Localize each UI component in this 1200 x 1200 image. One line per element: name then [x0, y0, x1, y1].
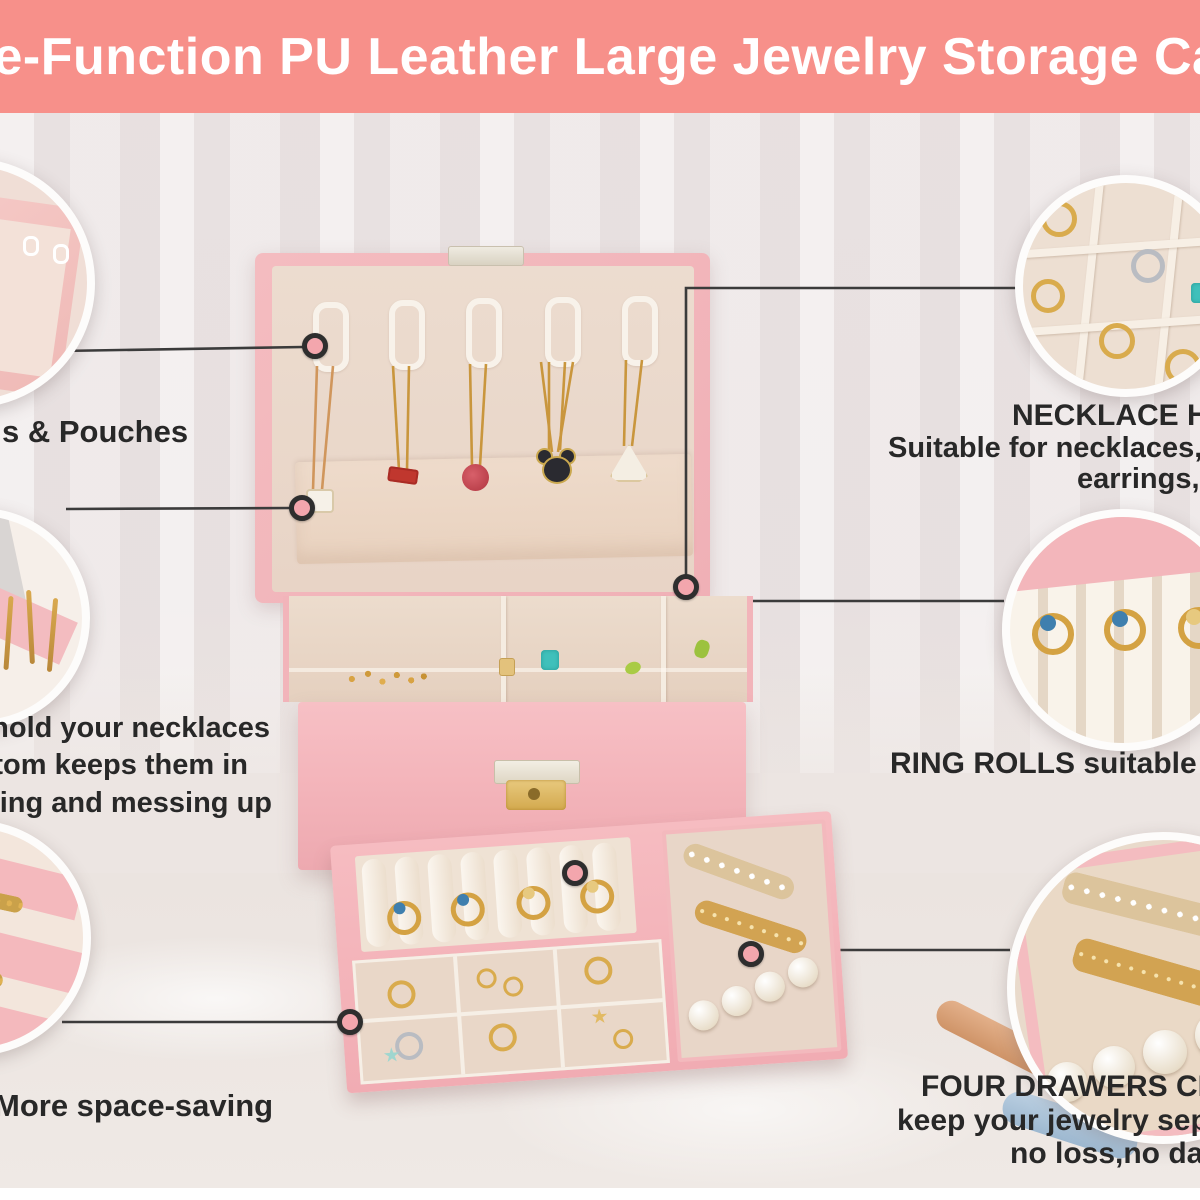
necklace-hook [466, 298, 502, 368]
silver-ring [1131, 249, 1165, 283]
pearl-stud [687, 999, 720, 1032]
label-necklace-hooks-line1: Suitable for necklaces,brace [888, 432, 1200, 464]
label-four-drawers-line1: FOUR DRAWERS CROSSIN [921, 1070, 1200, 1103]
pearl-stud [1047, 1062, 1087, 1102]
gold-earring [502, 975, 524, 998]
label-hooks-pouches: s & Pouches [2, 414, 189, 449]
callout-marker-hooks [302, 333, 328, 359]
label-four-drawers-line3: no loss,no damag [1010, 1137, 1200, 1170]
silver-ring [394, 1031, 425, 1061]
label-necklace-storage-line2: e bottom keeps them in [0, 749, 248, 781]
blue-gem [393, 901, 406, 915]
gold-ring [1099, 323, 1135, 359]
elastic-loop [23, 236, 39, 256]
necklace-chain [311, 365, 335, 491]
label-space-saving: More space-saving [0, 1088, 274, 1123]
ring-roll [361, 858, 392, 948]
grid-divider [1074, 183, 1104, 389]
ring-gold [1178, 607, 1200, 649]
necklace-chain [391, 359, 644, 471]
gold-earring [475, 967, 498, 990]
pearl-hairpin [680, 840, 798, 903]
necklace-hook [389, 300, 425, 370]
tray-divider [661, 596, 666, 702]
blue-gem [1112, 611, 1128, 627]
bottom-white-strip [0, 1188, 1200, 1200]
label-necklace-storage-line1: top hold your necklaces [0, 712, 270, 744]
pendant-rose [462, 464, 489, 491]
tray-shelf-edge [289, 668, 747, 672]
teal-earring [541, 650, 559, 670]
necklace-hook [622, 296, 658, 366]
inset-circle-hairpins [1007, 832, 1200, 1144]
callout-marker-space-saving [337, 1009, 363, 1035]
label-necklace-hooks-title: NECKLACE HOOK [1012, 399, 1200, 432]
green-earring [692, 638, 712, 660]
callout-marker-ring-rolls [562, 860, 588, 886]
gold-ring [583, 955, 614, 986]
lock-keyhole [528, 788, 540, 800]
gold-ring [1041, 201, 1077, 237]
gold-earring [499, 658, 515, 676]
gold-gem [522, 886, 536, 900]
gold-gem [586, 880, 599, 894]
ring-blue-stone [1032, 613, 1074, 655]
elastic-loop [53, 244, 69, 264]
starfish-charm [591, 1008, 608, 1025]
inset-circle-ring-grid [1015, 175, 1200, 397]
necklace-hook [545, 297, 581, 367]
blue-gem [1040, 615, 1056, 631]
gold-chain-pile [341, 666, 431, 692]
title-banner: le-Function PU Leather Large Jewelry Sto… [0, 0, 1200, 113]
mickey-head [542, 456, 572, 484]
ring-roll-section [354, 837, 637, 953]
gold-ring [1031, 279, 1065, 313]
gold-ring [487, 1022, 518, 1053]
label-necklace-hooks-line2: earrings,hairpins e [1077, 463, 1200, 495]
middle-tray [283, 596, 753, 702]
bottom-drawer [330, 810, 849, 1094]
gold-earring [612, 1028, 634, 1050]
ring-blue-stone [1104, 609, 1146, 651]
pearl-stud [753, 970, 786, 1003]
gold-ring [1165, 349, 1200, 385]
label-necklace-storage-line3: tangling and messing up [0, 787, 272, 819]
pearl-stud [1143, 1030, 1187, 1074]
inset-circle-ring-rolls [1002, 509, 1200, 751]
tray-divider [501, 596, 506, 702]
lid-clasp [448, 246, 524, 266]
pendant-mickey [536, 448, 576, 484]
gold-ring [386, 979, 417, 1010]
compartment-grid [352, 939, 670, 1085]
pearl-stud [786, 956, 819, 989]
pearl-stud [1093, 1046, 1135, 1088]
label-ring-rolls: RING ROLLS suitable for ring [890, 747, 1200, 780]
callout-line [59, 286, 1016, 1024]
inset-pink-edge [1010, 517, 1200, 593]
callout-marker-pouch [289, 495, 315, 521]
ring-roll [426, 853, 457, 944]
blue-gem [456, 893, 470, 907]
gold-gem [1186, 609, 1200, 625]
callout-marker-drawers [738, 941, 764, 967]
teal-ornament [1191, 283, 1200, 303]
pearl-stud [1195, 1012, 1200, 1058]
banner-title: le-Function PU Leather Large Jewelry Sto… [0, 27, 1200, 86]
green-earring [623, 659, 643, 677]
callout-marker-necklace-hooks [673, 574, 699, 600]
pearl-stud [720, 984, 753, 1018]
label-four-drawers-line2: keep your jewelry separate [897, 1104, 1200, 1137]
